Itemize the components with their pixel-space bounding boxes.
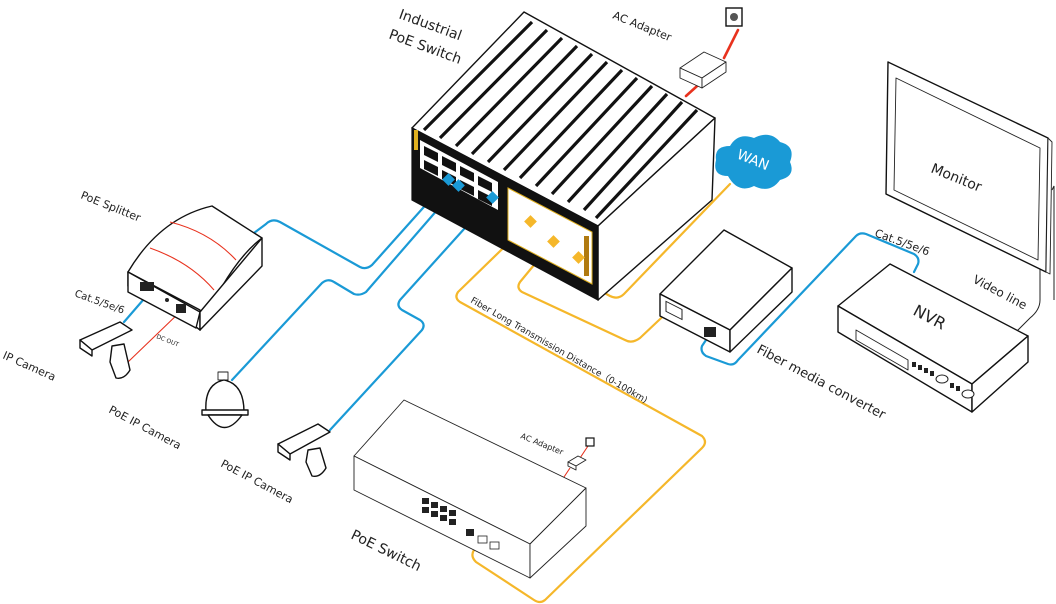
monitor[interactable]: Monitor	[885, 61, 1055, 300]
nvr-buttons	[912, 362, 960, 391]
poe-switch-sfp-port-1	[477, 535, 488, 544]
poe-switch-sfp-port-2	[489, 541, 500, 550]
wall-outlet-icon	[725, 7, 743, 27]
ac-adapter-bottom-label: AC Adapter	[519, 432, 565, 458]
poe-splitter-label: PoE Splitter	[79, 189, 143, 225]
fiber-media-converter[interactable]	[659, 229, 793, 353]
status-leds	[414, 130, 418, 150]
splitter-dc-port	[176, 304, 186, 313]
converter-side	[729, 267, 793, 353]
cat-cable-label-left: Cat.5/5e/6	[73, 288, 126, 316]
dome-camera-lens	[207, 414, 243, 429]
ethernet-port-markers	[442, 173, 499, 204]
ip-camera-label: IP Camera	[1, 349, 58, 384]
poe-bullet-camera[interactable]	[277, 423, 331, 478]
poe-switch-side	[529, 487, 587, 579]
fiber-cable-to-media-converter	[517, 240, 678, 343]
bullet-camera-mount	[305, 447, 327, 478]
switch-label-strip	[584, 236, 589, 276]
nvr-disk-tray	[855, 329, 909, 371]
dc-out-label: DC OUT	[155, 333, 180, 348]
ethernet-cable-to-dome-camera	[230, 184, 460, 382]
cloud-icon	[715, 134, 792, 189]
poe-switch-label: PoE Switch	[348, 527, 423, 575]
ip-camera[interactable]	[79, 321, 133, 380]
ethernet-cables	[122, 178, 920, 432]
splitter-side	[199, 237, 263, 331]
poe-switch-rj45-ports	[422, 498, 474, 536]
monitor-screen	[893, 77, 1041, 261]
nvr[interactable]: NVR	[837, 263, 1029, 413]
converter-rj45-port	[704, 327, 716, 337]
fiber-cable-to-poe-switch	[455, 220, 707, 604]
ethernet-cable-to-bullet-camera	[328, 196, 494, 432]
cat-cable-label-right: Cat.5/5e/6	[873, 227, 931, 259]
industrial-poe-switch	[411, 11, 716, 302]
dc-out-cable	[127, 309, 183, 363]
ac-adapter-top-label: AC Adapter	[611, 9, 674, 45]
poe-ip-camera-label-2: PoE IP Camera	[219, 457, 296, 506]
ethernet-cable-to-poe-splitter	[248, 178, 450, 270]
wall-outlet-icon	[585, 437, 595, 447]
converter-sfp-port	[665, 300, 683, 321]
poe-dome-camera[interactable]	[201, 371, 249, 429]
heat-sink-fins	[422, 20, 699, 220]
nvr-side	[971, 335, 1029, 413]
dome-camera-housing	[205, 379, 245, 413]
video-line-label: Video line	[971, 272, 1030, 312]
bullet-camera-body	[277, 423, 331, 455]
camera-mount	[109, 343, 131, 380]
ac-adapter-top	[679, 7, 743, 89]
fiber-media-converter-label: Fiber media converter	[754, 342, 888, 423]
splitter-ethernet-port	[140, 282, 154, 291]
poe-ip-camera-label-1: PoE IP Camera	[107, 403, 184, 452]
fiber-distance-label: Fiber Long Transmission Distance（0-100km…	[469, 295, 650, 406]
ac-adapter-bottom	[567, 437, 595, 471]
poe-splitter[interactable]	[127, 205, 263, 331]
sfp-port-panel	[507, 187, 593, 285]
wan-cloud[interactable]: WAN	[715, 134, 792, 189]
rj45-ports	[420, 140, 498, 210]
poe-switch[interactable]	[353, 399, 587, 579]
ethernet-cable-converter-to-nvr	[700, 232, 920, 366]
